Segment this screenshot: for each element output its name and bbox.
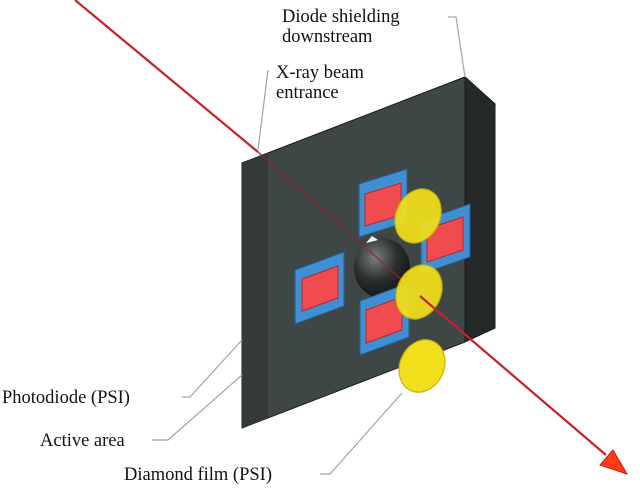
diode-shielding-block — [241, 75, 497, 429]
leader-lines — [152, 16, 466, 475]
active-area-bottom — [365, 296, 403, 344]
label-diode-shielding-line1: Diode shielding — [282, 7, 400, 27]
photodiode-left — [294, 251, 345, 325]
leader-xray-entrance — [257, 69, 269, 151]
active-area-left — [301, 265, 339, 312]
label-diamond-film: Diamond film (PSI) — [124, 465, 272, 485]
label-diode-shielding-line2: downstream — [282, 27, 373, 47]
leader-diode-shielding — [448, 16, 466, 78]
label-xray-line2: entrance — [276, 83, 339, 103]
leader-active-area — [152, 374, 243, 441]
central-aperture — [354, 238, 410, 298]
xray-beam-outgoing — [419, 295, 607, 456]
beam-arrowhead — [599, 449, 629, 475]
block-left-face — [242, 153, 268, 428]
leader-diamond-film — [320, 392, 403, 475]
diamond-film-top — [394, 188, 442, 244]
label-xray-line1: X-ray beam — [276, 63, 364, 83]
label-active-area: Active area — [40, 431, 125, 451]
diamond-film-bottom — [398, 339, 446, 393]
xray-beam-inside — [257, 151, 421, 297]
xray-beam-incoming — [74, 0, 259, 153]
label-photodiode: Photodiode (PSI) — [2, 388, 130, 408]
aperture-highlight — [366, 236, 378, 243]
leader-photodiode — [182, 339, 243, 398]
